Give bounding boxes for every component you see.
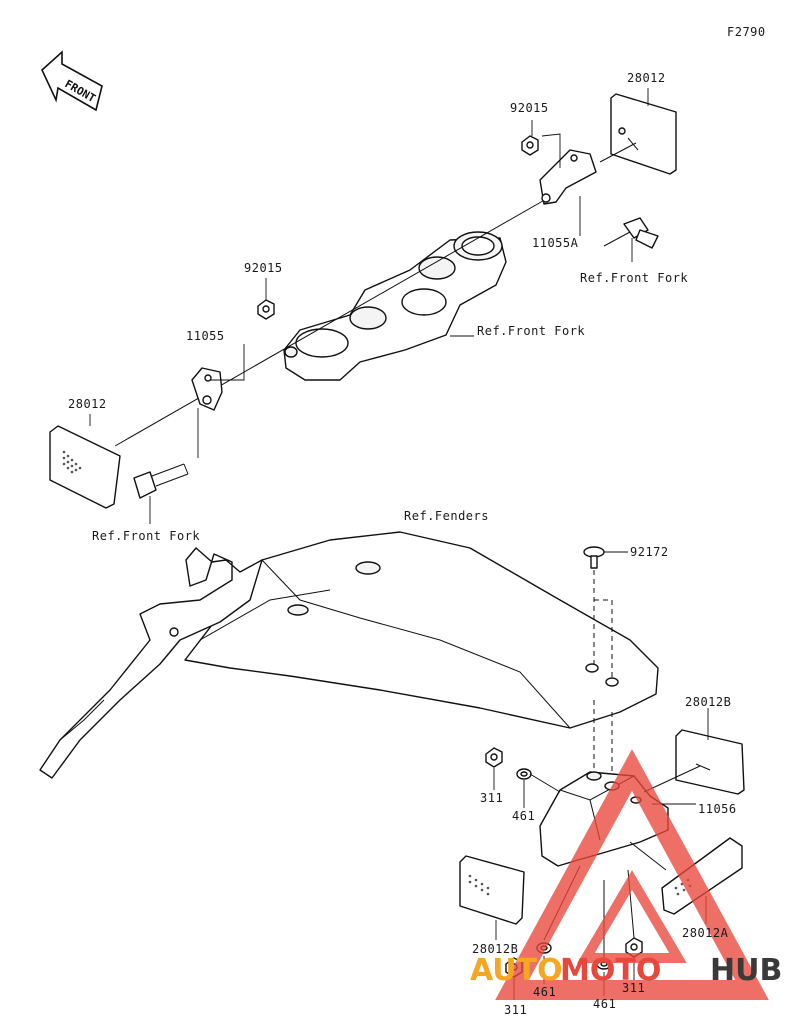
diagram-code: F2790 [727, 25, 766, 39]
reflector-28012b-left-part [459, 855, 525, 925]
nut-311-upper-part [485, 747, 503, 768]
left-bracket-part [191, 367, 223, 411]
right-reflector-part [610, 93, 677, 175]
callout-label: 311 [622, 981, 645, 995]
watermark-text: AUTO MOTO HUB [470, 953, 782, 988]
right-bolt-part [603, 217, 659, 249]
callout-label: 92172 [630, 545, 669, 559]
left-nut-part [257, 299, 275, 320]
watermark-part2: MOTO [560, 953, 661, 988]
reflector-28012b-right-part [675, 729, 745, 795]
left-bolt-part [133, 463, 189, 499]
callout-label: 461 [512, 809, 535, 823]
callout-label: 92015 [510, 101, 549, 115]
callout-label: Ref.Front Fork [477, 324, 585, 338]
callout-label: 11055 [186, 329, 225, 343]
right-nut-part [521, 135, 539, 156]
callout-label: 311 [504, 1003, 527, 1017]
front-arrow-icon: FRONT [41, 50, 103, 112]
callout-label: Ref.Fenders [404, 509, 489, 523]
callout-label: Ref.Front Fork [580, 271, 688, 285]
callout-label: 28012B [472, 942, 518, 956]
callout-label: 461 [533, 985, 556, 999]
fender-part [184, 531, 659, 729]
fender-stay-part [39, 547, 263, 779]
callout-label: 28012B [685, 695, 731, 709]
callout-label: 461 [593, 997, 616, 1011]
triple-clamp-part [283, 231, 507, 381]
callout-label: 28012 [627, 71, 666, 85]
callout-label: 92015 [244, 261, 283, 275]
nut-311-lower-right-part [625, 937, 643, 958]
watermark-part1: AUTO [470, 953, 563, 988]
callout-label: 11055A [532, 236, 579, 250]
callout-label: 28012A [682, 926, 729, 940]
callout-label: 11056 [698, 802, 737, 816]
screw-part [583, 546, 605, 569]
automotohub-watermark-logo [495, 749, 769, 1000]
left-reflector-part [49, 425, 121, 509]
right-bracket-part [539, 149, 597, 205]
callout-label: Ref.Front Fork [92, 529, 200, 543]
callout-label: 28012 [68, 397, 107, 411]
watermark-part3: HUB [710, 953, 782, 988]
callout-label: 311 [480, 791, 503, 805]
washer-461-upper-part [516, 768, 532, 780]
